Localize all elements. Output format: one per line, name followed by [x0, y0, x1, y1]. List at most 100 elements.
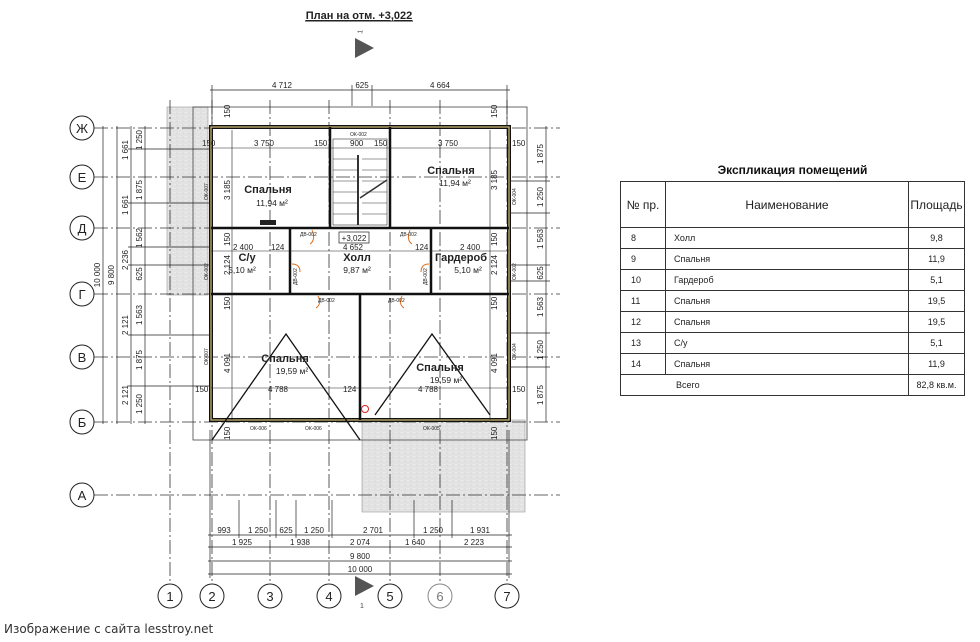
room-name: Гардероб	[435, 252, 487, 264]
axis-label-col: 3	[266, 589, 273, 604]
row-name: Спальня	[665, 311, 909, 333]
row-number: 14	[620, 353, 666, 375]
row-area: 19,5	[908, 290, 965, 312]
row-area: 5,1	[908, 269, 965, 291]
axis-label-col: 5	[386, 589, 393, 604]
room-name: Спальня	[416, 362, 464, 374]
dim-inner: 4 788	[268, 385, 289, 394]
dim-inner: 150	[374, 139, 388, 148]
row-area: 9,8	[908, 227, 965, 249]
row-area: 11,9	[908, 248, 965, 270]
axis-label-row: Ж	[76, 121, 88, 136]
bottom-dimension-lines	[208, 430, 512, 578]
axis-label-row: В	[78, 350, 87, 365]
room-area: 5,10 м²	[454, 265, 482, 275]
terrace-bottom	[361, 419, 526, 513]
dim-inner: 4 652	[343, 243, 364, 252]
total-label: Всего	[620, 374, 909, 396]
dim-right: 1 875	[536, 143, 545, 164]
dim-left: 1 875	[135, 179, 144, 200]
dim-inner: 150	[223, 426, 232, 440]
dim-inner: 900	[350, 139, 364, 148]
explication-title: Экспликация помещений	[717, 163, 868, 177]
dim-left: 1 562	[135, 227, 144, 248]
section-arrow-bottom	[355, 576, 374, 596]
door-label: ДВ-002	[388, 298, 405, 304]
opening-label: ОК-004	[512, 188, 518, 205]
inner-dimensions: 150 3 750 150 900 150 3 750 150 150 150 …	[195, 104, 526, 440]
room-name: Холл	[343, 252, 371, 264]
dim-bottom: 1 925	[232, 538, 253, 547]
level-mark-box	[338, 231, 370, 244]
dim-left-total: 9 800	[107, 264, 116, 285]
row-name: Спальня	[665, 290, 909, 312]
dim-bottom: 2 074	[350, 538, 371, 547]
dim-left: 1 661	[121, 139, 130, 160]
column-axis-markers: 1 2 3 4 5 6 7	[157, 583, 520, 609]
door-label: ДВ-002	[293, 268, 299, 285]
axis-label-col: 4	[325, 589, 332, 604]
header-number: № пр.	[620, 181, 666, 228]
dim-left: 1 250	[135, 393, 144, 414]
dim-inner: 2 124	[223, 254, 232, 275]
room-name: С/у	[238, 252, 256, 264]
row-axis-markers: Ж Е Д Г В Б А	[69, 115, 95, 508]
dim-inner: 3 750	[438, 139, 459, 148]
section-mark-top: 1	[357, 29, 365, 34]
dim-inner: 124	[415, 243, 429, 252]
dim-inner: 150	[195, 385, 209, 394]
dim-top: 4 712	[272, 81, 293, 90]
opening-label: ОК-005	[423, 426, 440, 432]
axis-label-row: Б	[78, 415, 87, 430]
row-number: 13	[620, 332, 666, 354]
dim-top: 625	[355, 81, 369, 90]
dim-inner: 3 185	[490, 169, 499, 190]
dim-inner: 2 124	[490, 254, 499, 275]
opening-label: ОК-004	[512, 343, 518, 360]
dim-inner: 4 091	[490, 352, 499, 373]
inner-dimension-lines	[211, 130, 509, 420]
right-dimension-line	[510, 126, 550, 422]
dim-inner: 2 400	[460, 243, 481, 252]
terrace-left	[166, 106, 209, 296]
source-caption: Изображение с сайта lesstroy.net	[4, 622, 214, 636]
dim-inner: 4 091	[223, 352, 232, 373]
axis-label-col: 2	[208, 589, 215, 604]
dim-inner: 150	[223, 296, 232, 310]
row-number: 11	[620, 290, 666, 312]
dim-left: 1 875	[135, 349, 144, 370]
plan-title: План на отм. +3,022	[306, 10, 413, 22]
dim-bottom: 1 250	[423, 526, 444, 535]
left-dimension-lines	[102, 126, 210, 424]
row-number: 12	[620, 311, 666, 333]
dim-inner: 150	[512, 139, 526, 148]
row-name: С/у	[665, 332, 909, 354]
axis-label-row: А	[78, 488, 87, 503]
dim-left: 625	[135, 267, 144, 281]
dim-inner: 150	[223, 104, 232, 118]
dim-inner: 150	[512, 385, 526, 394]
dim-inner: 2 400	[233, 243, 254, 252]
dim-bottom: 2 223	[464, 538, 485, 547]
dim-bottom: 2 701	[363, 526, 384, 535]
axis-label-col: 7	[503, 589, 510, 604]
door-label: ДВ-002	[400, 232, 417, 238]
room-area: 5,10 м²	[228, 265, 256, 275]
dim-inner: 3 750	[254, 139, 275, 148]
row-number: 9	[620, 248, 666, 270]
room-area: 19,59 м²	[430, 375, 462, 385]
dim-left: 2 121	[121, 314, 130, 335]
header-name: Наименование	[665, 181, 909, 228]
section-arrow-top	[355, 38, 374, 58]
opening-label: ОК-006	[305, 426, 322, 432]
dim-inner: 150	[490, 426, 499, 440]
dim-left: 2 121	[121, 384, 130, 405]
dim-inner: 124	[271, 243, 285, 252]
dim-bottom: 993	[217, 526, 231, 535]
dim-bottom-total: 10 000	[348, 565, 373, 574]
